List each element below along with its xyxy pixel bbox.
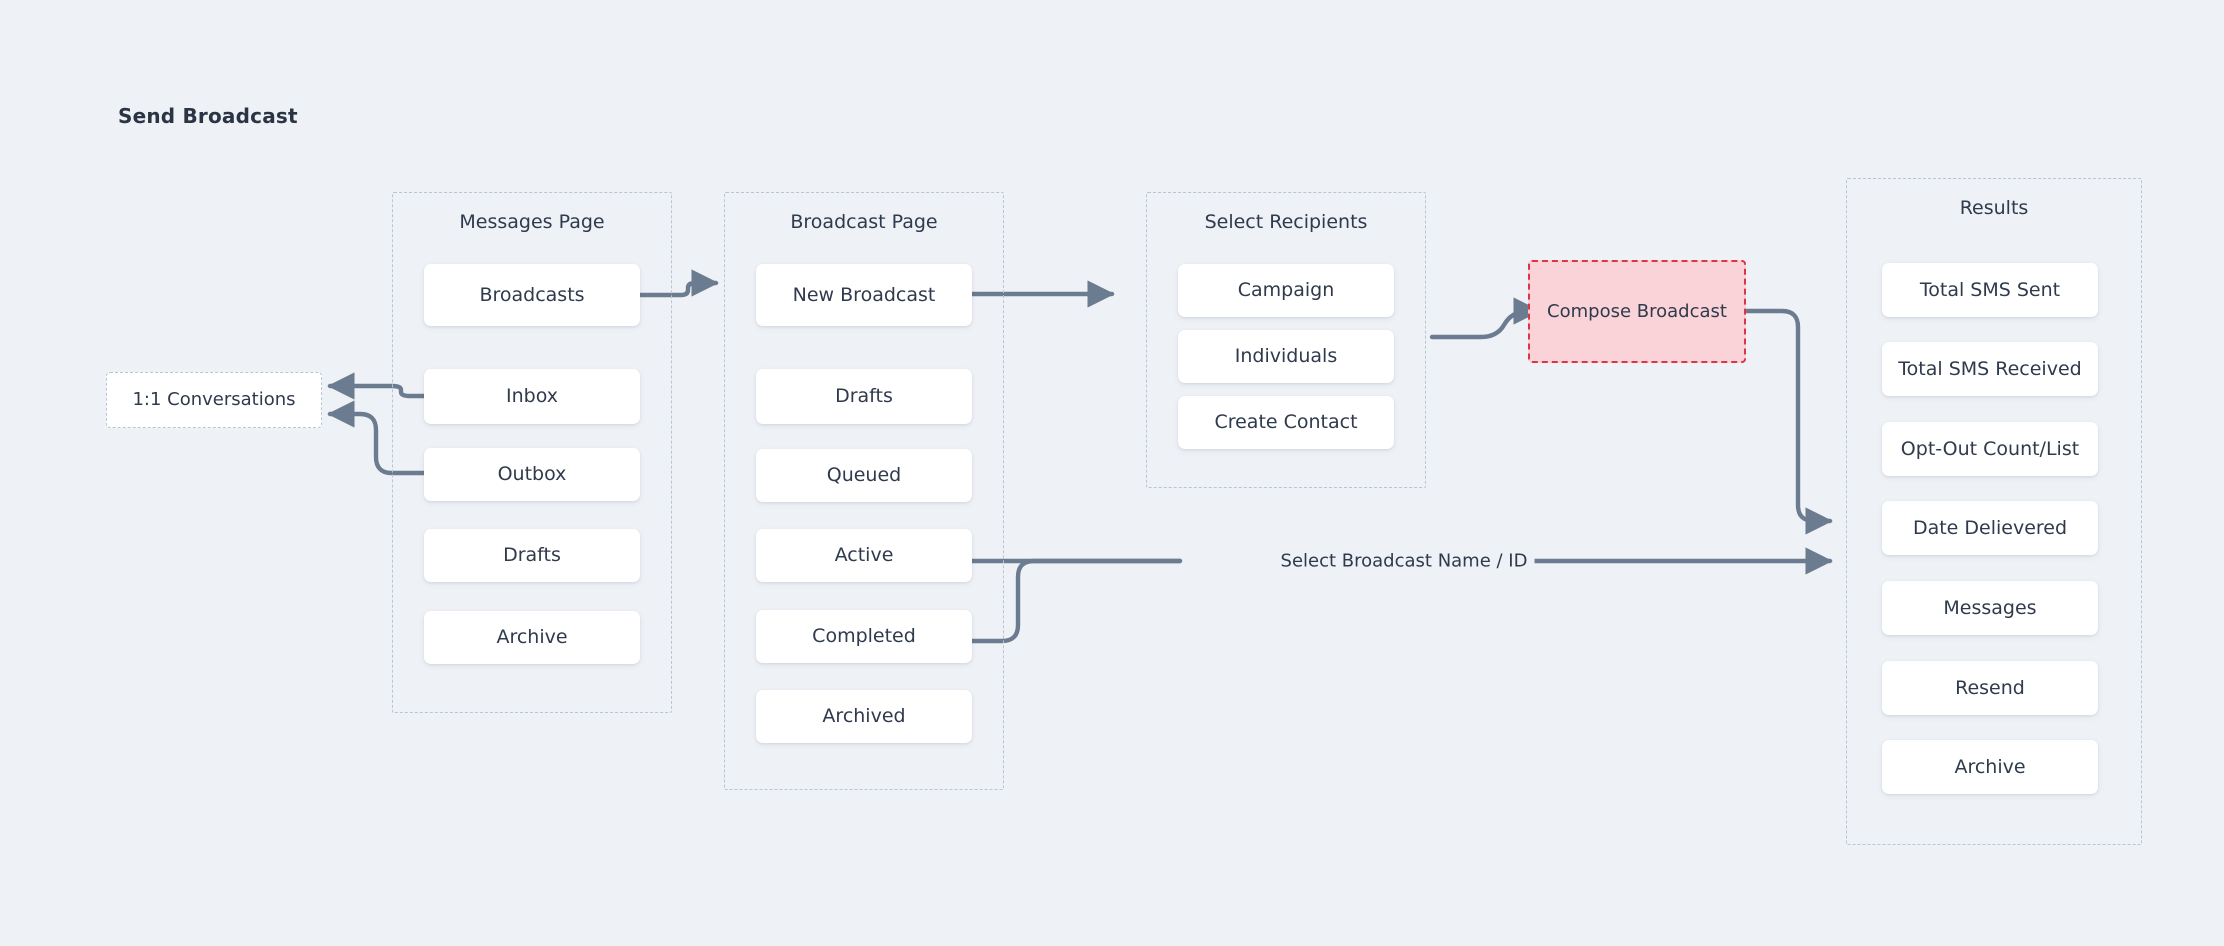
- card-label: Messages: [1943, 596, 2037, 619]
- card-messages-results[interactable]: Messages: [1882, 581, 2098, 635]
- card-label: Queued: [826, 464, 902, 487]
- group-title-messages-page: Messages Page: [459, 211, 605, 233]
- card-drafts-broadcast[interactable]: Drafts: [756, 369, 972, 424]
- card-label: Drafts: [503, 544, 561, 567]
- card-date-delievered[interactable]: Date Delievered: [1882, 501, 2098, 555]
- card-label: Archive: [1954, 755, 2026, 778]
- card-active[interactable]: Active: [756, 529, 972, 582]
- card-queued[interactable]: Queued: [756, 449, 972, 502]
- card-campaign[interactable]: Campaign: [1178, 264, 1394, 317]
- card-label: Completed: [812, 625, 916, 648]
- card-archive-results[interactable]: Archive: [1882, 740, 2098, 794]
- edge-individuals-to-compose: [1429, 297, 1541, 340]
- group-title-broadcast-page: Broadcast Page: [790, 211, 938, 233]
- card-drafts-messages[interactable]: Drafts: [424, 529, 640, 582]
- card-outbox[interactable]: Outbox: [424, 448, 640, 501]
- page-title: Send Broadcast: [118, 104, 298, 128]
- card-label: Campaign: [1237, 279, 1335, 302]
- card-completed[interactable]: Completed: [756, 610, 972, 663]
- card-new-broadcast[interactable]: New Broadcast: [756, 264, 972, 326]
- card-label: Active: [834, 544, 894, 567]
- card-label: New Broadcast: [792, 283, 936, 306]
- card-label: Total SMS Sent: [1919, 278, 2061, 301]
- card-label: Compose Broadcast: [1547, 300, 1727, 322]
- card-resend[interactable]: Resend: [1882, 661, 2098, 715]
- card-label: Create Contact: [1214, 411, 1358, 434]
- group-broadcast-page: Broadcast Page: [724, 192, 1004, 790]
- card-label: Outbox: [497, 463, 567, 486]
- card-opt-out-count-list[interactable]: Opt-Out Count/List: [1882, 422, 2098, 476]
- card-one-to-one-conversations[interactable]: 1:1 Conversations: [106, 372, 322, 428]
- card-total-sms-sent[interactable]: Total SMS Sent: [1882, 263, 2098, 317]
- group-title-select-recipients: Select Recipients: [1204, 211, 1368, 233]
- card-label: Broadcasts: [479, 283, 585, 306]
- edge-label-select-broadcast: Select Broadcast Name / ID: [1273, 550, 1535, 572]
- card-individuals[interactable]: Individuals: [1178, 330, 1394, 383]
- card-total-sms-received[interactable]: Total SMS Received: [1882, 342, 2098, 396]
- card-label: Resend: [1955, 676, 2025, 699]
- edge-compose-to-results: [1743, 308, 1833, 535]
- group-results: Results: [1846, 178, 2142, 845]
- card-label: 1:1 Conversations: [132, 389, 296, 411]
- card-label: Total SMS Received: [1898, 357, 2082, 380]
- card-label: Drafts: [835, 385, 893, 408]
- group-select-recipients: Select Recipients: [1146, 192, 1426, 488]
- card-archive-messages[interactable]: Archive: [424, 611, 640, 664]
- group-title-results: Results: [1959, 197, 2029, 219]
- card-create-contact[interactable]: Create Contact: [1178, 396, 1394, 449]
- card-archived[interactable]: Archived: [756, 690, 972, 743]
- card-inbox[interactable]: Inbox: [424, 369, 640, 424]
- card-label: Opt-Out Count/List: [1900, 437, 2080, 460]
- card-label: Date Delievered: [1912, 516, 2068, 539]
- card-broadcasts[interactable]: Broadcasts: [424, 264, 640, 326]
- card-label: Individuals: [1234, 345, 1338, 368]
- card-label: Inbox: [506, 385, 558, 408]
- card-label: Archive: [496, 626, 568, 649]
- card-compose-broadcast[interactable]: Compose Broadcast: [1528, 260, 1746, 363]
- card-label: Archived: [822, 705, 906, 728]
